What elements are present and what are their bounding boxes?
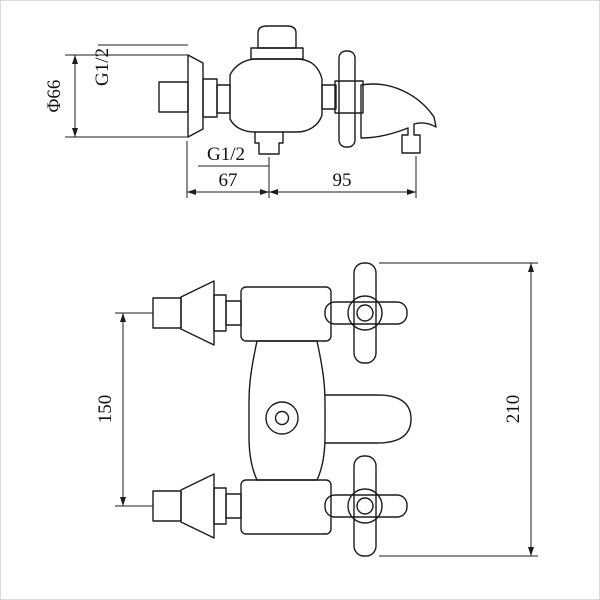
cross-handle-side xyxy=(334,50,364,148)
adapter-steps-side xyxy=(202,78,231,118)
spout-plan xyxy=(324,394,412,444)
plan-view xyxy=(152,262,412,557)
mounting-nut-top xyxy=(152,297,182,329)
wall-flange-bottom xyxy=(180,473,242,539)
spout-side xyxy=(360,83,437,154)
dimensions-side-view: Φ66 G1/2 G1/2 67 95 xyxy=(44,44,417,198)
dim-label-210: 210 xyxy=(503,395,524,424)
valve-body-top xyxy=(240,286,332,342)
wall-flange-side xyxy=(187,54,204,138)
mounting-nut-bottom xyxy=(152,490,182,522)
mixer-body-side xyxy=(229,58,323,133)
diverter-button-plan xyxy=(265,401,299,435)
dim-label-g12-top: G1/2 xyxy=(92,48,113,86)
diverter-knob xyxy=(250,25,304,60)
valve-body-bottom xyxy=(240,479,332,535)
shower-hose-outlet xyxy=(254,131,284,155)
dim-label-95: 95 xyxy=(333,170,352,191)
mounting-nut-side xyxy=(158,81,189,113)
side-view xyxy=(158,25,437,155)
handle-connector-side xyxy=(321,84,337,110)
cross-handle-top-plan xyxy=(324,262,408,364)
dim-label-g12-bottom: G1/2 xyxy=(207,144,245,165)
dim-label-150: 150 xyxy=(95,395,116,424)
wall-flange-top xyxy=(180,280,242,346)
cross-handle-bottom-plan xyxy=(324,455,408,557)
dimensions-plan-view: 150 210 xyxy=(95,262,538,557)
mixer-body-plan xyxy=(248,340,326,481)
dim-label-phi66: Φ66 xyxy=(44,80,65,113)
dim-label-67: 67 xyxy=(219,170,238,191)
